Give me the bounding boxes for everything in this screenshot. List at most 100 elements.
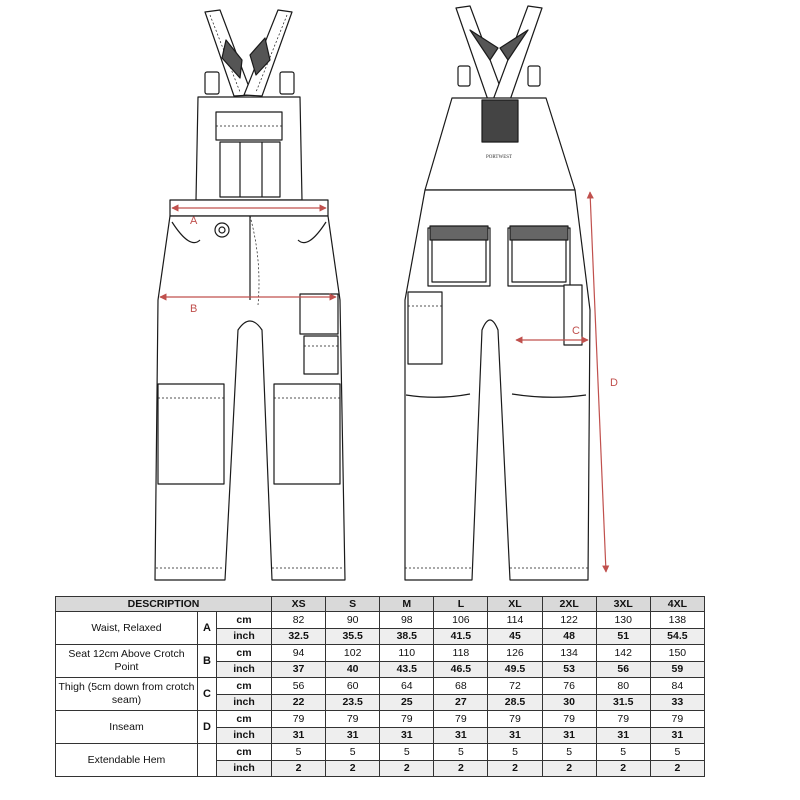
unit-cm: cm (215, 677, 273, 695)
cell-cm: 79 (379, 710, 435, 728)
cell-inch: 51 (595, 627, 651, 645)
cell-cm: 150 (649, 644, 706, 662)
cell-inch: 31 (487, 726, 543, 744)
cell-inch: 56 (595, 660, 651, 678)
cell-cm: 5 (433, 743, 489, 761)
cell-inch: 28.5 (487, 693, 543, 711)
cell-cm: 102 (325, 644, 381, 662)
cell-cm: 79 (325, 710, 381, 728)
cell-cm: 98 (379, 611, 435, 629)
cell-inch: 43.5 (379, 660, 435, 678)
cell-inch: 31 (271, 726, 327, 744)
row-description: Seat 12cm Above Crotch Point (55, 644, 198, 678)
cell-inch: 40 (325, 660, 381, 678)
cell-inch: 27 (433, 693, 489, 711)
unit-cm: cm (215, 743, 273, 761)
header-size: S (325, 596, 381, 612)
front-left-buckle (204, 71, 220, 95)
back-view: PORTWEST (404, 5, 591, 581)
unit-cm: cm (215, 710, 273, 728)
cell-cm: 79 (649, 710, 706, 728)
cell-cm: 5 (325, 743, 381, 761)
row-measure-code (197, 743, 217, 777)
cell-cm: 72 (487, 677, 543, 695)
row-measure-code: B (197, 644, 217, 678)
label-c: C (572, 325, 580, 337)
front-trousers (154, 215, 346, 581)
back-brand: PORTWEST (486, 155, 512, 160)
cell-cm: 80 (595, 677, 651, 695)
cell-cm: 142 (595, 644, 651, 662)
header-size: 2XL (541, 596, 597, 612)
front-left-knee-pad (157, 383, 225, 485)
row-measure-code: C (197, 677, 217, 711)
unit-inch: inch (215, 726, 273, 744)
front-right-knee-pad (273, 383, 341, 485)
back-elastic-panel (481, 99, 519, 143)
cell-inch: 54.5 (649, 627, 706, 645)
cell-cm: 90 (325, 611, 381, 629)
cell-cm: 122 (541, 611, 597, 629)
cell-inch: 2 (595, 759, 651, 777)
cell-inch: 2 (433, 759, 489, 777)
cell-cm: 64 (379, 677, 435, 695)
unit-cm: cm (215, 644, 273, 662)
cell-cm: 84 (649, 677, 706, 695)
unit-inch: inch (215, 759, 273, 777)
cell-inch: 33 (649, 693, 706, 711)
cell-cm: 56 (271, 677, 327, 695)
cell-cm: 76 (541, 677, 597, 695)
cell-inch: 2 (649, 759, 706, 777)
cell-cm: 5 (649, 743, 706, 761)
header-size: XL (487, 596, 543, 612)
row-measure-code: A (197, 611, 217, 645)
header-size: 4XL (649, 596, 706, 612)
header-description: DESCRIPTION (54, 596, 273, 612)
cell-inch: 2 (541, 759, 597, 777)
front-cargo-pocket (299, 293, 339, 335)
unit-inch: inch (215, 660, 273, 678)
cell-inch: 32.5 (271, 627, 327, 645)
measure-b: B (159, 293, 337, 315)
cell-inch: 31 (649, 726, 706, 744)
row-description: Extendable Hem (55, 743, 198, 777)
cell-cm: 5 (487, 743, 543, 761)
cell-inch: 2 (325, 759, 381, 777)
header-size: M (379, 596, 435, 612)
cell-cm: 79 (271, 710, 327, 728)
cell-inch: 25 (379, 693, 435, 711)
table-header-row: DESCRIPTION XS S M L XL 2XL 3XL 4XL (54, 596, 706, 612)
cell-inch: 49.5 (487, 660, 543, 678)
cell-inch: 38.5 (379, 627, 435, 645)
cell-cm: 68 (433, 677, 489, 695)
cell-inch: 2 (271, 759, 327, 777)
cell-cm: 79 (487, 710, 543, 728)
cell-inch: 31 (325, 726, 381, 744)
back-trousers (404, 189, 591, 581)
cell-inch: 53 (541, 660, 597, 678)
label-a: A (190, 215, 198, 227)
cell-cm: 79 (595, 710, 651, 728)
cell-inch: 45 (487, 627, 543, 645)
cell-cm: 5 (595, 743, 651, 761)
label-b: B (190, 303, 197, 315)
unit-inch: inch (215, 627, 273, 645)
measure-a: A (171, 204, 327, 227)
back-side-pocket (407, 291, 443, 365)
row-measure-code: D (197, 710, 217, 744)
cell-inch: 59 (649, 660, 706, 678)
cell-inch: 31.5 (595, 693, 651, 711)
row-description: Inseam (55, 710, 198, 744)
cell-inch: 2 (487, 759, 543, 777)
unit-inch: inch (215, 693, 273, 711)
cell-cm: 138 (649, 611, 706, 629)
bib-overall-technical-drawing: A B PORTWEST (154, 5, 618, 581)
cell-inch: 23.5 (325, 693, 381, 711)
